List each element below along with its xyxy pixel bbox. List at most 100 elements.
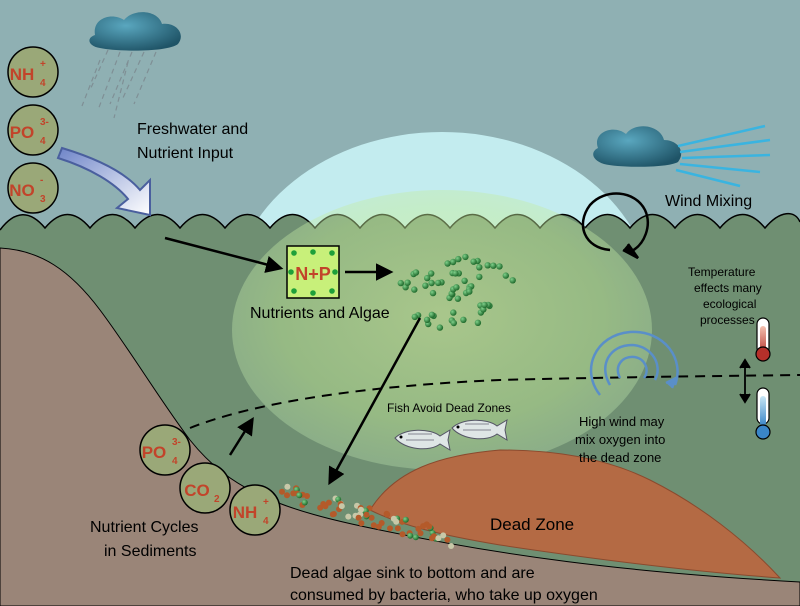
dead-algae-label: Dead algae sink to bottom and are <box>290 565 535 582</box>
dead-algae-dot <box>417 530 424 537</box>
algae-dot <box>450 309 457 316</box>
dead-zone <box>369 449 782 579</box>
nutrient-base: NO <box>9 181 35 200</box>
dead-algae-dot <box>435 535 442 542</box>
temperature-label: Temperature <box>688 265 756 279</box>
temperature-double-arrow <box>739 358 751 404</box>
dead-algae-dot <box>426 523 433 530</box>
freshwater-label: Freshwater and <box>137 121 248 138</box>
nutrients-algae-label: Nutrients and Algae <box>250 305 390 322</box>
algae-dot <box>404 279 411 286</box>
dead-algae-dot <box>355 514 362 521</box>
algae-dot <box>453 284 460 291</box>
np-dot <box>329 288 335 294</box>
algae-dot <box>436 324 444 331</box>
dead-algae-dot <box>440 532 447 539</box>
input-nutrient: PO 4 3- <box>7 104 59 156</box>
nutrient-cycles-label: in Sediments <box>104 543 197 560</box>
high-wind-label: mix oxygen into <box>575 432 665 447</box>
dead-algae-dot <box>322 503 329 510</box>
algae-dot <box>428 311 436 318</box>
nutrient-subscript: 3 <box>40 194 46 205</box>
nutrient-base: NH <box>10 65 35 84</box>
algae-dot <box>397 279 404 287</box>
nutrient-subscript: 2 <box>214 494 220 505</box>
nutrient-base: NH <box>233 503 258 522</box>
dead-algae-dot <box>448 543 455 549</box>
temperature-label: processes <box>700 313 755 327</box>
algae-dot <box>424 274 431 282</box>
dead-algae-dot <box>358 506 364 513</box>
nutrient-superscript: + <box>40 59 46 70</box>
dead-algae <box>279 483 455 549</box>
fish-avoid-label: Fish Avoid Dead Zones <box>387 401 511 415</box>
algae-dot <box>476 264 483 271</box>
dead-algae-dot <box>444 536 451 543</box>
high-wind-label: the dead zone <box>579 450 661 465</box>
nutrient-subscript: 4 <box>172 456 178 467</box>
dead-algae-dot <box>383 510 390 517</box>
freshwater-label: Nutrient Input <box>137 145 234 162</box>
dead-algae-dot <box>304 493 310 499</box>
dead-algae-dot <box>393 518 400 525</box>
sediment-release-arrow <box>228 417 254 456</box>
algae-dot <box>470 258 477 265</box>
nutrient-subscript: 4 <box>263 516 269 527</box>
input-nutrient: NH 4 + <box>7 46 59 98</box>
wind-cloud-icon <box>593 124 771 188</box>
algae-dot <box>484 262 491 269</box>
nutrient-subscript: 4 <box>40 78 46 89</box>
algae-dot <box>429 289 437 297</box>
high-wind-label: High wind may <box>579 414 665 429</box>
wind-mixing-label: Wind Mixing <box>665 193 752 210</box>
dead-algae-dot <box>399 531 406 538</box>
dead-algae-dot <box>358 520 365 527</box>
np-dots <box>288 249 338 296</box>
dead-algae-dot <box>317 504 324 511</box>
dead-algae-dot <box>387 525 393 532</box>
dead-algae-dot <box>284 492 290 499</box>
input-nutrient: NO 3 - <box>7 162 59 214</box>
algae-sinking-arrow <box>328 317 422 486</box>
algae-dot <box>481 301 488 309</box>
rain-cloud-icon <box>81 12 181 119</box>
nutrient-subscript: 4 <box>40 136 46 147</box>
nutrient-superscript: - <box>40 175 43 186</box>
dead-algae-dot <box>290 490 297 497</box>
algae-dot <box>455 255 462 263</box>
algae-dot <box>411 286 418 293</box>
algae-dot <box>449 258 457 266</box>
algae-dot <box>423 316 431 323</box>
dead-algae-dot <box>368 514 375 521</box>
nutrient-flow-arrow <box>164 236 284 273</box>
nutrient-superscript: + <box>263 497 269 508</box>
dead-algae-dot <box>301 499 308 506</box>
oxygen-boundary-line <box>189 374 800 429</box>
algae-dot <box>428 270 435 277</box>
algae-dot <box>502 272 509 279</box>
nutrient-superscript: 3- <box>172 437 181 448</box>
algae-cluster <box>397 253 516 331</box>
temperature-label: ecological <box>703 297 756 311</box>
np-dot <box>310 290 316 296</box>
algae-dot <box>509 277 516 284</box>
sediment-nutrient: NH 4 + <box>229 484 281 536</box>
wind-mixing-arrow <box>581 192 649 260</box>
algae-dot <box>476 273 483 281</box>
dead-algae-dot <box>370 522 377 529</box>
algae-dot <box>450 319 457 327</box>
algae-dot <box>490 262 497 269</box>
np-label: N+P <box>295 264 331 284</box>
dead-algae-dot <box>345 513 352 520</box>
dead-algae-dot <box>284 483 291 490</box>
np-dot <box>329 250 335 256</box>
dead-algae-dot <box>375 523 382 530</box>
algae-dot <box>496 263 503 270</box>
nutrient-base: CO <box>184 481 210 500</box>
nutrient-cycles-label: Nutrient Cycles <box>90 519 198 536</box>
fish-icon <box>451 418 508 442</box>
thermometer-icon <box>755 317 771 362</box>
np-dot <box>310 249 316 255</box>
swirl-icon <box>589 330 679 396</box>
